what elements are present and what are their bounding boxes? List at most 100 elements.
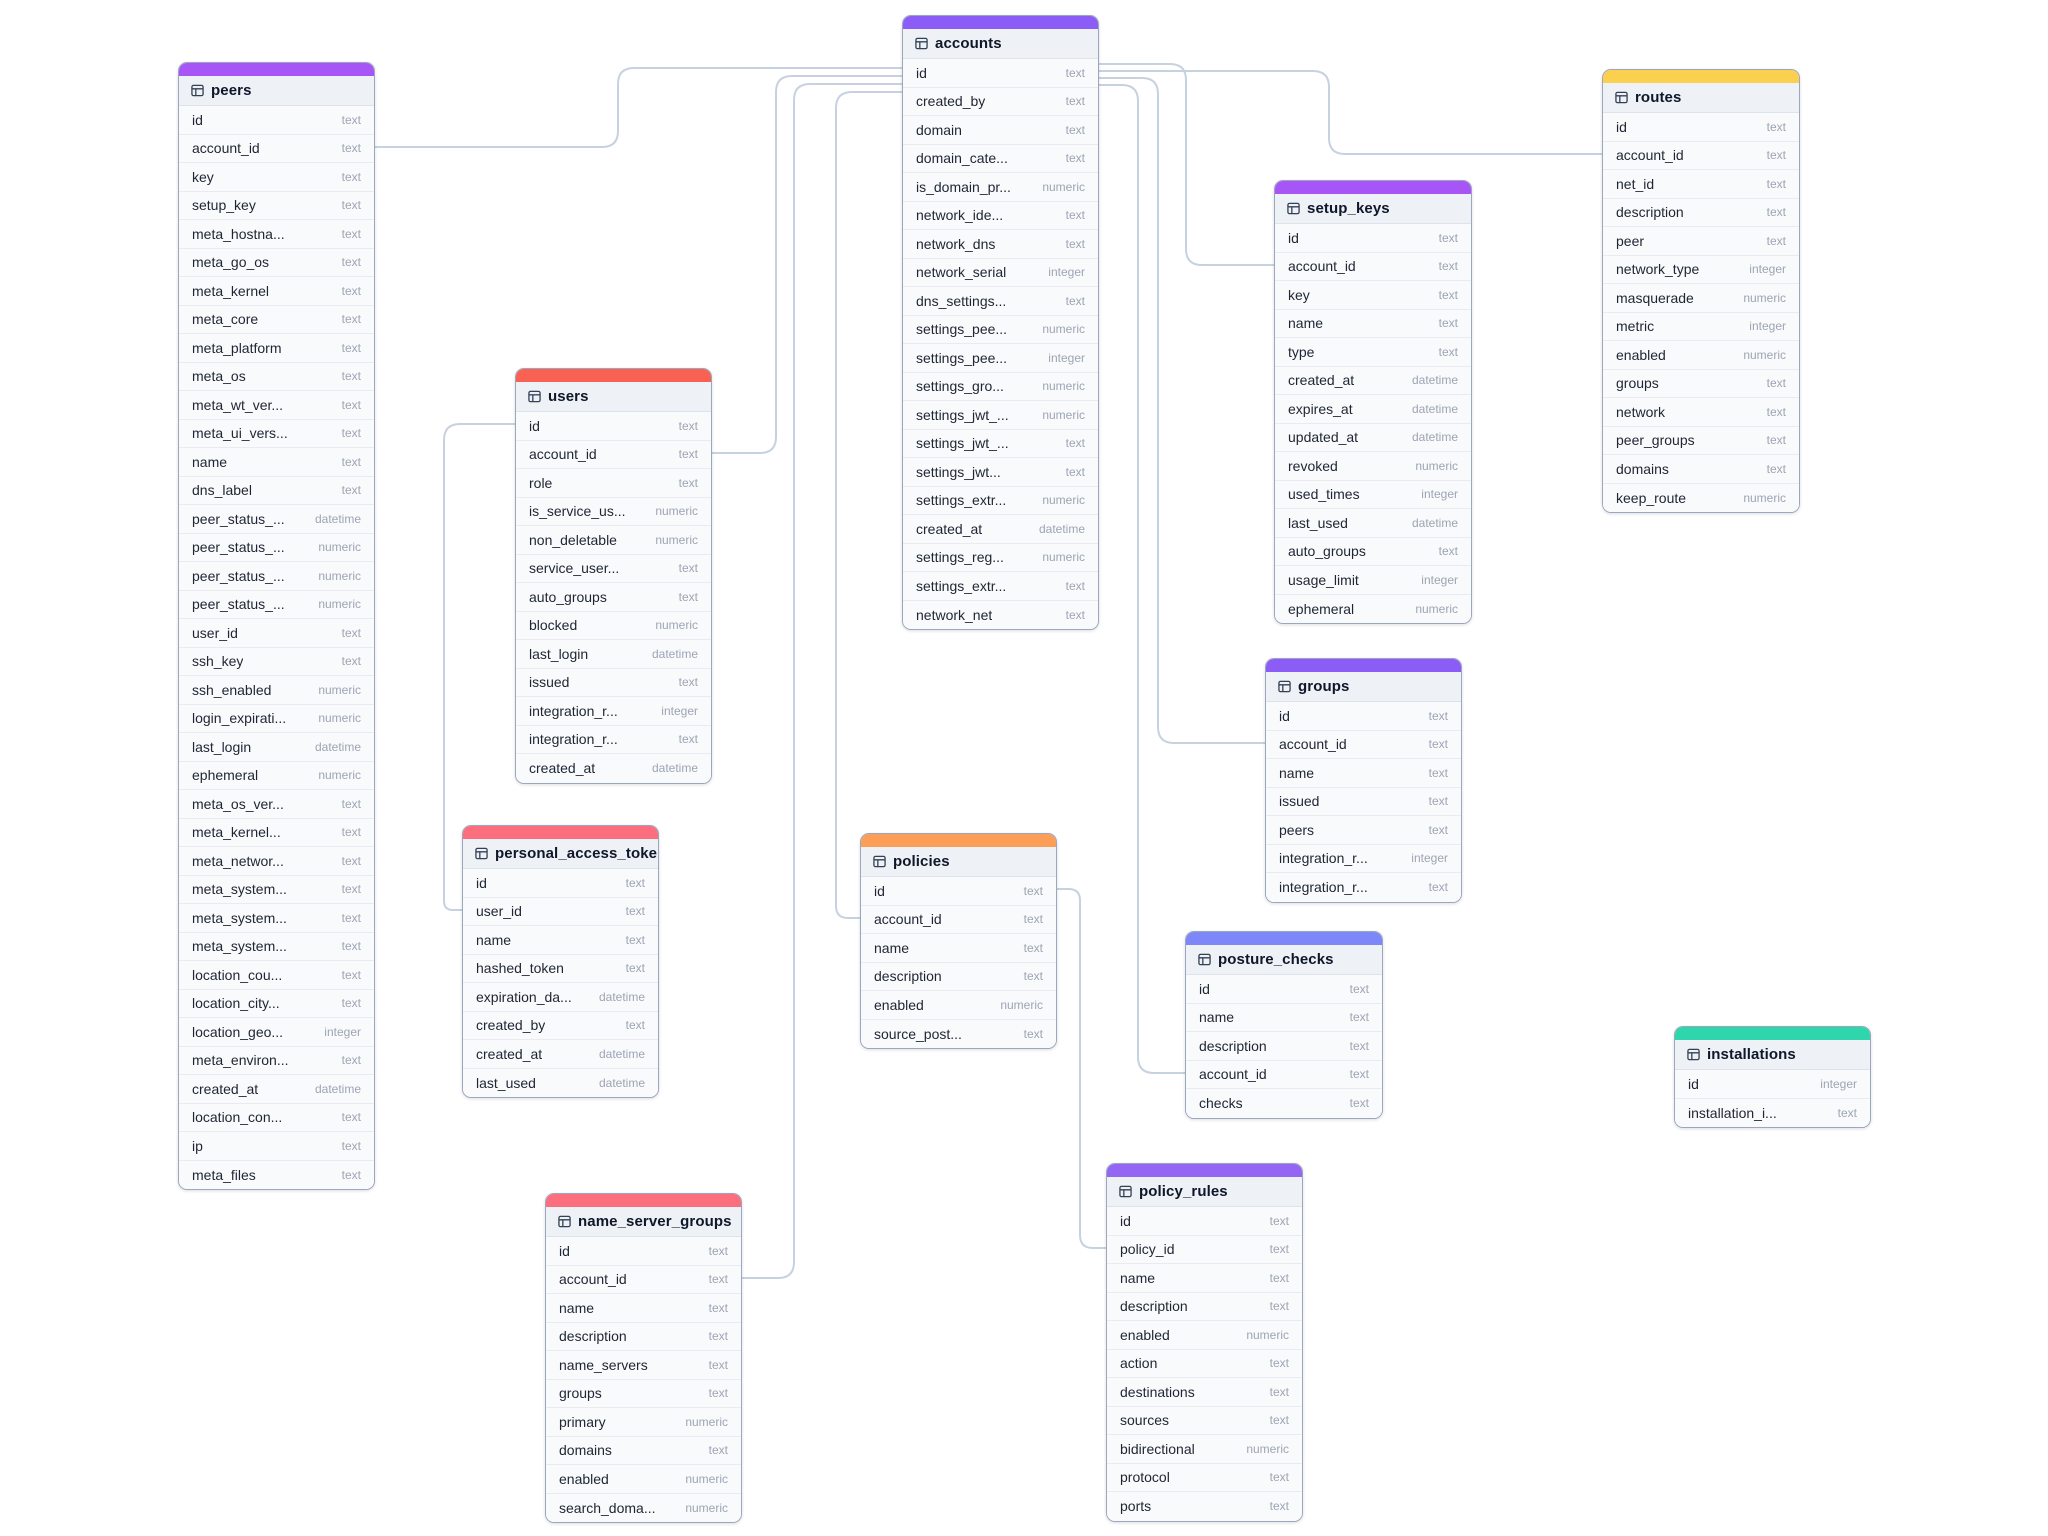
table-header[interactable]: groups [1266,672,1461,702]
field-type: text [1065,208,1085,223]
table-node-users[interactable]: users id text account_id text role text … [515,368,712,784]
field-name: ssh_enabled [192,681,272,698]
field-type: datetime [1411,430,1458,445]
table-accent-bar [179,63,374,76]
field-type: text [708,1443,728,1458]
table-header[interactable]: name_server_groups [546,1207,741,1237]
field-name: created_by [476,1017,546,1034]
table-header[interactable]: setup_keys [1275,194,1471,224]
table-field-row: account_id text [1266,730,1461,759]
table-header[interactable]: accounts [903,29,1098,59]
table-field-row: meta_kernel... text [179,818,374,847]
table-field-row: peer text [1603,227,1799,256]
field-type: text [341,967,361,982]
field-type: text [1438,287,1458,302]
field-name: service_user... [529,560,620,577]
field-type: text [678,418,698,433]
field-name: updated_at [1288,429,1359,446]
table-field-row: domain text [903,116,1098,145]
table-field-row: name text [861,934,1056,963]
table-node-installations[interactable]: installations id integer installation_i.… [1674,1026,1871,1128]
table-field-row: policy_id text [1107,1235,1302,1264]
table-accent-bar [516,369,711,382]
table-field-row: dns_settings... text [903,287,1098,316]
table-field-row: integration_r... integer [516,697,711,726]
table-node-policies[interactable]: policies id text account_id text name te… [860,833,1057,1049]
table-field-row: ephemeral numeric [1275,594,1471,623]
table-field-row: integration_r... text [1266,873,1461,902]
field-type: text [625,904,645,919]
table-field-row: ephemeral numeric [179,761,374,790]
table-field-list: id integer installation_i... text [1675,1070,1870,1127]
field-name: ssh_key [192,653,244,670]
table-header[interactable]: routes [1603,83,1799,113]
field-name: id [559,1242,570,1259]
table-name: groups [1298,678,1350,695]
field-name: masquerade [1616,289,1694,306]
table-field-row: used_times integer [1275,480,1471,509]
table-field-row: ip text [179,1132,374,1161]
table-header[interactable]: users [516,382,711,412]
field-name: created_by [916,93,986,110]
field-name: created_at [192,1080,259,1097]
connector-users.account_id->accounts.id [711,75,903,454]
table-header[interactable]: policies [861,847,1056,877]
field-name: last_used [1288,514,1348,531]
connector-personal_access_tokens.user_id->users.id [443,423,516,911]
table-node-name_server_groups[interactable]: name_server_groups id text account_id te… [545,1193,742,1523]
table-header[interactable]: installations [1675,1040,1870,1070]
table-field-row: name text [546,1294,741,1323]
table-field-row: peer_status_... numeric [179,562,374,591]
connector-accounts.id->groups.account_id [1098,77,1266,744]
field-name: network_type [1616,261,1700,278]
table-field-row: installation_i... text [1675,1098,1870,1127]
field-name: location_geo... [192,1023,284,1040]
field-name: location_cou... [192,966,283,983]
table-header[interactable]: posture_checks [1186,945,1382,975]
field-type: text [1065,94,1085,109]
table-field-row: ssh_enabled numeric [179,676,374,705]
table-field-row: usage_limit integer [1275,566,1471,595]
field-name: integration_r... [1279,879,1368,896]
table-field-row: key text [179,163,374,192]
field-type: integer [1820,1076,1857,1091]
field-type: text [1428,737,1448,752]
table-node-personal_access_tokens[interactable]: personal_access_tokens id text user_id t… [462,825,659,1098]
table-node-policy_rules[interactable]: policy_rules id text policy_id text name… [1106,1163,1303,1522]
table-header[interactable]: personal_access_tokens [463,839,658,869]
field-name: last_used [476,1074,536,1091]
table-node-peers[interactable]: peers id text account_id text key text s… [178,62,375,1190]
field-name: meta_system... [192,938,287,955]
field-name: primary [559,1413,606,1430]
table-field-row: created_at datetime [516,754,711,783]
table-field-row: ports text [1107,1492,1302,1521]
table-field-row: search_doma... numeric [546,1493,741,1522]
table-header[interactable]: peers [179,76,374,106]
field-type: datetime [1411,515,1458,530]
table-node-setup_keys[interactable]: setup_keys id text account_id text key t… [1274,180,1472,624]
table-node-groups[interactable]: groups id text account_id text name text… [1265,658,1462,903]
table-field-row: net_id text [1603,170,1799,199]
table-field-row: settings_gro... numeric [903,372,1098,401]
field-name: peer_groups [1616,432,1695,449]
field-type: text [341,825,361,840]
field-name: location_con... [192,1109,283,1126]
table-field-row: name text [179,448,374,477]
field-name: action [1120,1355,1158,1372]
table-field-row: created_at datetime [179,1075,374,1104]
field-name: integration_r... [529,702,618,719]
field-type: text [708,1329,728,1344]
table-field-row: name text [1107,1264,1302,1293]
table-node-posture_checks[interactable]: posture_checks id text name text descrip… [1185,931,1383,1119]
field-type: text [1065,236,1085,251]
table-header[interactable]: policy_rules [1107,1177,1302,1207]
field-type: text [341,312,361,327]
field-name: meta_core [192,311,259,328]
table-field-row: description text [1603,198,1799,227]
field-name: meta_environ... [192,1052,289,1069]
field-name: description [1120,1298,1188,1315]
connector-peers.account_id->accounts.id [374,67,903,148]
table-node-accounts[interactable]: accounts id text created_by text domain … [902,15,1099,630]
table-node-routes[interactable]: routes id text account_id text net_id te… [1602,69,1800,513]
